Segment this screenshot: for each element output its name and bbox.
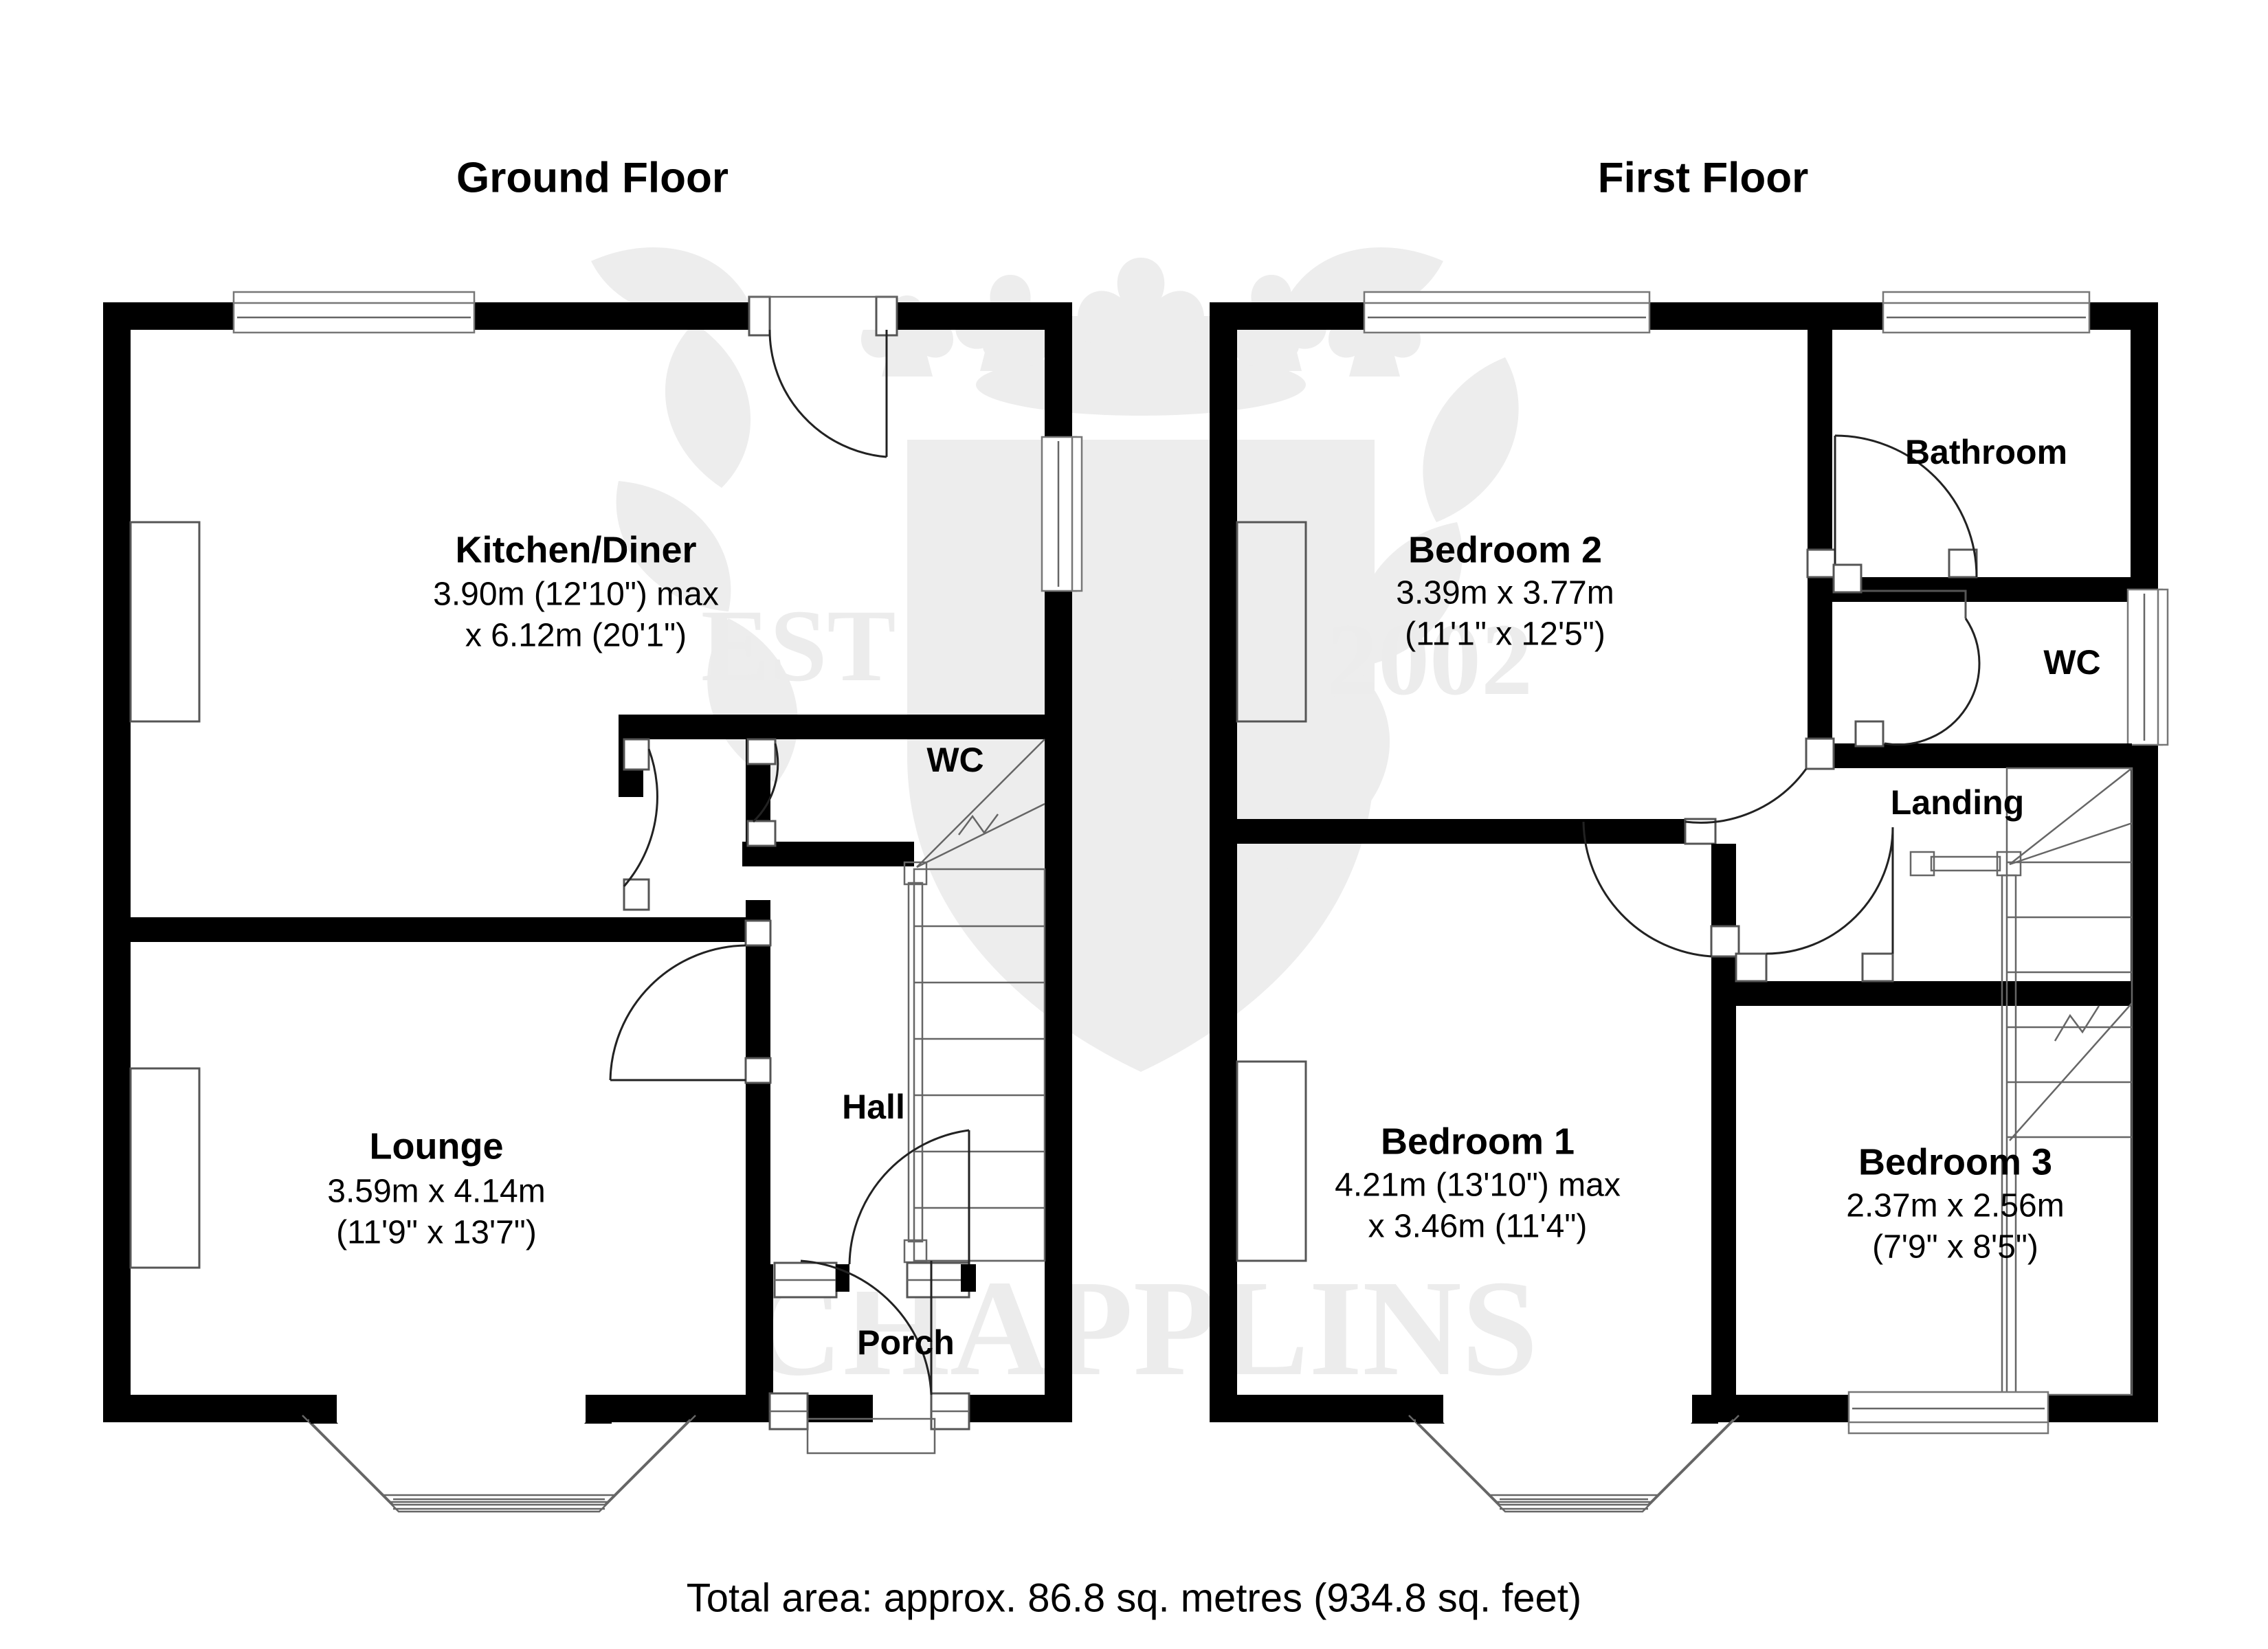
label-wc-first: WC xyxy=(2043,643,2100,682)
label-kitchen-diner-name: Kitchen/Diner xyxy=(455,529,696,570)
label-bedroom1-name: Bedroom 1 xyxy=(1381,1121,1575,1162)
fireplace-bedroom1 xyxy=(1236,1060,1307,1262)
watermark-est-text: EST xyxy=(701,589,896,703)
wall-bathroom-bottom xyxy=(1832,577,2132,602)
label-landing: Landing xyxy=(1891,783,2024,822)
total-area-text: Total area: approx. 86.8 sq. metres (934… xyxy=(687,1575,1581,1620)
wall-ground-left xyxy=(103,302,131,1422)
fireplace-lounge xyxy=(129,1067,201,1269)
label-wc-ground: WC xyxy=(926,741,983,779)
door-bedroom2 xyxy=(1684,737,1835,845)
label-bedroom3-dim1: 2.37m x 2.56m xyxy=(1846,1188,2064,1224)
wall-ground-bottom-left xyxy=(103,1395,309,1422)
staircase-first xyxy=(1909,767,2133,1396)
label-bedroom1-dim2: x 3.46m (11'4") xyxy=(1368,1209,1588,1245)
watermark-year-text: 2002 xyxy=(1326,603,1533,717)
label-lounge-name: Lounge xyxy=(370,1125,504,1167)
door-wc-ground xyxy=(746,738,779,847)
label-bedroom1-dim1: 4.21m (13'10") max xyxy=(1335,1167,1621,1204)
ground-floor-plan: Ground Floor Kitchen/Diner 3.90m (12'10"… xyxy=(103,154,1083,1513)
label-lounge-dim1: 3.59m x 4.14m xyxy=(327,1174,545,1210)
label-bedroom3-dim2: (7'9" x 8'5") xyxy=(1872,1229,2038,1266)
window-bedroom3-bottom xyxy=(1847,1391,2049,1435)
window-bathroom-top xyxy=(1882,291,2091,334)
door-bedroom1 xyxy=(1582,821,1740,958)
door-bathroom xyxy=(1806,434,1978,579)
label-kitchen-diner-dim2: x 6.12m (20'1") xyxy=(465,618,687,654)
label-bedroom2-dim2: (11'1" x 12'5") xyxy=(1405,616,1605,653)
wall-first-bed2-bath xyxy=(1808,330,1832,766)
label-lounge-dim2: (11'9" x 13'7") xyxy=(336,1215,537,1251)
porch-outer-door xyxy=(768,1259,970,1455)
partition-wc-first xyxy=(1832,563,1981,748)
label-bedroom2-name: Bedroom 2 xyxy=(1408,529,1602,570)
wall-bed2-bottom xyxy=(1237,819,1711,844)
wall-ground-lounge-top xyxy=(131,917,770,942)
label-kitchen-diner-dim1: 3.90m (12'10") max xyxy=(433,576,719,613)
front-door-ground xyxy=(770,1129,976,1299)
window-wc-first xyxy=(2126,588,2169,746)
fireplace-bedroom2 xyxy=(1236,521,1307,723)
door-kitchen-rear xyxy=(748,295,898,458)
wall-porch-left xyxy=(746,1264,773,1422)
wall-ground-kitchen-bottom xyxy=(619,715,1045,739)
bay-window-lounge xyxy=(302,1395,696,1513)
wall-first-bottom-mid xyxy=(1718,1395,1849,1422)
label-hall: Hall xyxy=(842,1088,905,1126)
window-bedroom2-top xyxy=(1363,291,1651,334)
door-lounge xyxy=(609,919,772,1084)
first-floor-plan: First Floor Bedroom 2 3.39m x 3.77m (11'… xyxy=(1210,154,2169,1513)
door-bedroom3 xyxy=(1735,827,1894,983)
label-bathroom: Bathroom xyxy=(1905,433,2067,471)
wall-wc-first-bottom xyxy=(1832,743,2132,768)
label-porch: Porch xyxy=(857,1323,955,1362)
wall-first-right xyxy=(2131,302,2158,1402)
fireplace-kitchen xyxy=(129,521,201,723)
first-floor-title: First Floor xyxy=(1598,154,1809,201)
door-kitchen-hall xyxy=(623,738,658,911)
wall-first-left xyxy=(1210,302,1237,1422)
window-kitchen-top xyxy=(232,291,476,334)
wall-first-bottom-left xyxy=(1210,1395,1416,1422)
wall-first-bottom-right xyxy=(2048,1395,2158,1422)
label-bedroom3-name: Bedroom 3 xyxy=(1858,1141,2052,1182)
bay-window-bedroom1 xyxy=(1408,1395,1739,1513)
window-kitchen-right xyxy=(1041,436,1083,592)
wall-bedroom3-top xyxy=(1736,981,2132,1006)
staircase-ground xyxy=(903,739,1046,1264)
ground-floor-title: Ground Floor xyxy=(456,154,729,201)
label-bedroom2-dim1: 3.39m x 3.77m xyxy=(1396,575,1614,612)
